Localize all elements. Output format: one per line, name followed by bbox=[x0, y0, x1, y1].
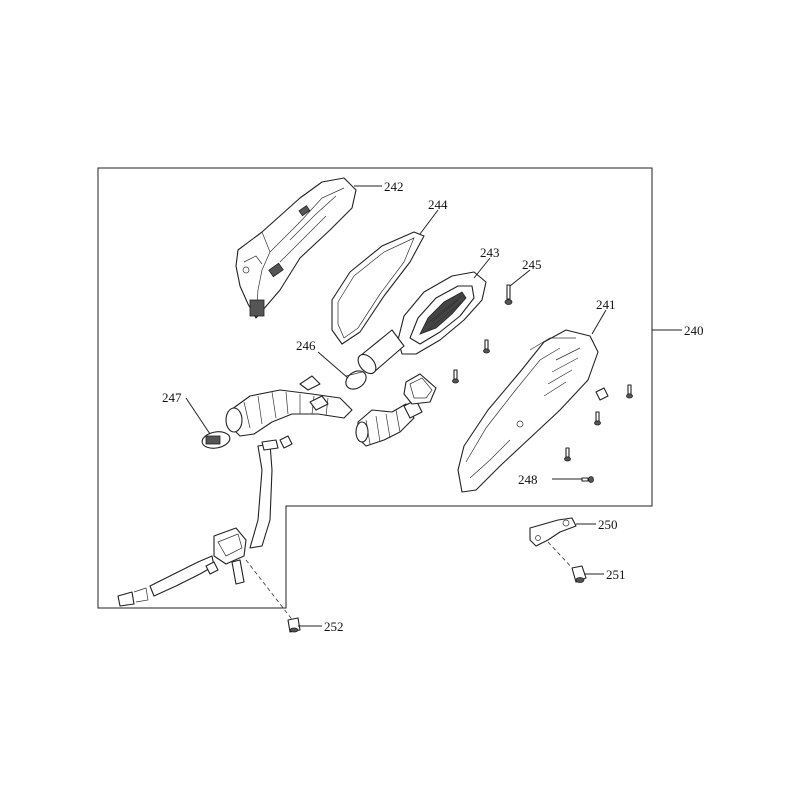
label-244: 244 bbox=[428, 197, 448, 212]
intake-duct-elbow bbox=[355, 399, 423, 447]
part-248-screw bbox=[581, 476, 594, 483]
label-250: 250 bbox=[598, 517, 618, 532]
label-241: 241 bbox=[596, 297, 616, 312]
label-247: 247 bbox=[162, 390, 182, 405]
label-248: 248 bbox=[518, 472, 538, 487]
part-243-filter-element bbox=[357, 271, 487, 375]
bracket-plate bbox=[403, 373, 437, 405]
label-251: 251 bbox=[606, 567, 626, 582]
part-241-outer-cover bbox=[457, 329, 599, 493]
label-245: 245 bbox=[522, 257, 542, 272]
intake-duct bbox=[225, 389, 353, 437]
part-247-clamp bbox=[201, 431, 231, 449]
label-242: 242 bbox=[384, 179, 404, 194]
part-250-bracket bbox=[529, 517, 577, 571]
part-245-screw bbox=[504, 284, 513, 305]
assembly-boundary bbox=[97, 167, 653, 609]
label-246: 246 bbox=[296, 338, 316, 353]
label-240: 240 bbox=[684, 323, 704, 338]
screw-set-right bbox=[564, 384, 633, 462]
part-251-bolt bbox=[571, 565, 587, 583]
screw-set-center bbox=[452, 339, 490, 384]
label-243: 243 bbox=[480, 245, 500, 260]
drain-hose bbox=[117, 435, 295, 623]
part-244-gasket bbox=[331, 231, 425, 345]
part-242-air-box-cover bbox=[235, 177, 357, 319]
leader-lines bbox=[185, 185, 682, 627]
part-252-plug bbox=[287, 617, 301, 633]
label-252: 252 bbox=[324, 619, 344, 634]
part-246-clamps bbox=[299, 370, 367, 391]
